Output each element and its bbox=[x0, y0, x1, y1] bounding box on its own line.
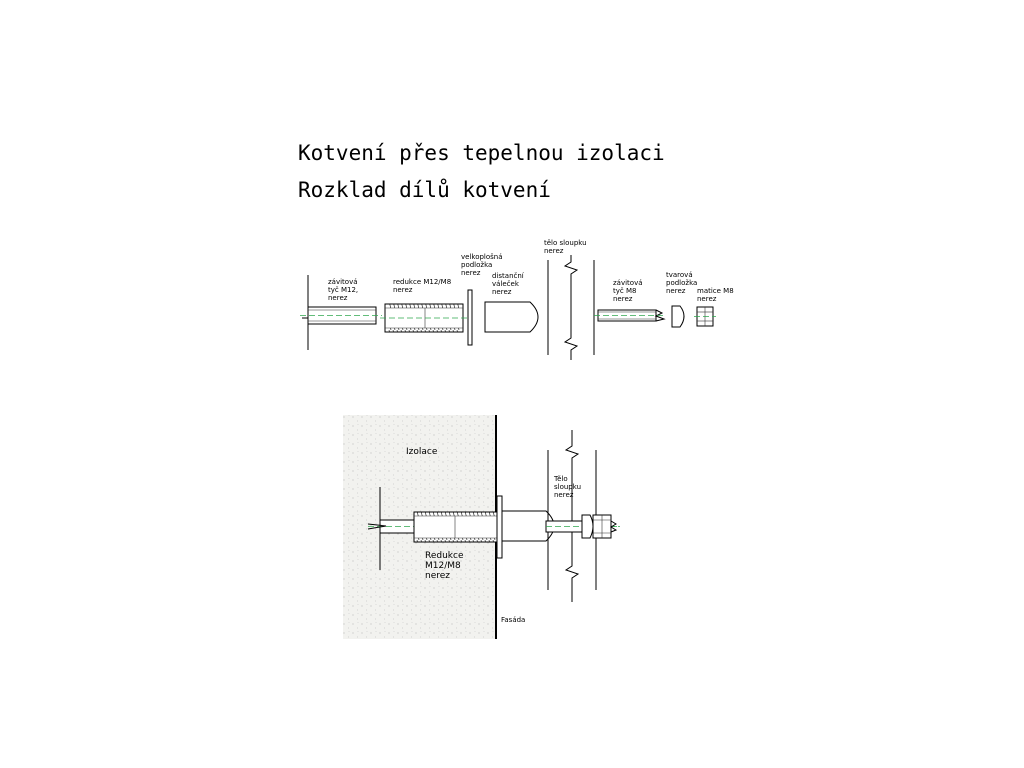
large-washer-assembled bbox=[496, 495, 503, 559]
label-rod-m12-2: tyč M12, bbox=[328, 286, 358, 294]
label-insulation: Izolace bbox=[406, 447, 438, 457]
post-body bbox=[547, 255, 595, 360]
title-line-2: Rozklad dílů kotvení bbox=[298, 177, 551, 202]
reducer-assembled bbox=[413, 511, 499, 543]
label-large-washer-1: velkoplošná bbox=[461, 253, 503, 261]
spacer-cylinder bbox=[484, 301, 539, 333]
label-spacer-2: váleček bbox=[492, 280, 520, 288]
label-large-washer-2: podložka bbox=[461, 261, 492, 269]
label-large-washer-3: nerez bbox=[461, 269, 481, 277]
nut-assembled bbox=[592, 514, 618, 539]
label-post-body-assembled-1: Tělo bbox=[553, 475, 568, 483]
threaded-rod-m12 bbox=[300, 306, 382, 325]
label-reducer-assembled-3: nerez bbox=[425, 571, 450, 581]
label-reducer-assembled-1: Redukce bbox=[425, 551, 464, 561]
label-facade: Fasáda bbox=[501, 616, 525, 624]
label-post-body-assembled-2: sloupku bbox=[554, 483, 581, 491]
label-reducer-1: redukce M12/M8 bbox=[393, 278, 451, 286]
large-washer bbox=[467, 289, 473, 346]
label-reducer-assembled-2: M12/M8 bbox=[425, 561, 461, 571]
label-nut-1: matice M8 bbox=[697, 287, 734, 295]
exploded-view: závitová tyč M12, nerez redukce M12/M8 n… bbox=[300, 239, 734, 360]
label-shaped-washer-1: tvarová bbox=[666, 271, 693, 279]
label-reducer-2: nerez bbox=[393, 286, 413, 294]
label-spacer-1: distanční bbox=[492, 272, 525, 280]
label-rod-m8-2: tyč M8 bbox=[613, 287, 636, 295]
label-nut-2: nerez bbox=[697, 295, 717, 303]
label-reducer: redukce M12/M8 nerez bbox=[393, 278, 451, 294]
assembled-view: Izolace Fasáda Redukce M12/M8 nerez bbox=[343, 415, 620, 639]
label-rod-m8-3: nerez bbox=[613, 295, 633, 303]
label-rod-m12: závitová tyč M12, nerez bbox=[328, 278, 358, 302]
label-spacer-3: nerez bbox=[492, 288, 512, 296]
label-rod-m8-1: závitová bbox=[613, 279, 643, 287]
threaded-rod-m8 bbox=[594, 309, 666, 322]
label-rod-m12-3: nerez bbox=[328, 294, 348, 302]
shaped-washer bbox=[671, 305, 685, 328]
label-reducer-assembled: Redukce M12/M8 nerez bbox=[425, 551, 464, 581]
label-spacer: distanční váleček nerez bbox=[492, 272, 525, 296]
label-post-body-assembled: Tělo sloupku nerez bbox=[553, 475, 581, 499]
label-post-body-1: tělo sloupku bbox=[544, 239, 587, 247]
label-rod-m8: závitová tyč M8 nerez bbox=[613, 279, 643, 303]
label-large-washer: velkoplošná podložka nerez bbox=[461, 253, 503, 277]
reducer bbox=[380, 303, 470, 333]
label-shaped-washer: tvarová podložka nerez bbox=[666, 271, 697, 295]
label-post-body-assembled-3: nerez bbox=[554, 491, 574, 499]
label-nut: matice M8 nerez bbox=[697, 287, 734, 303]
shaped-washer-assembled bbox=[581, 514, 594, 539]
label-post-body-2: nerez bbox=[544, 247, 564, 255]
label-shaped-washer-3: nerez bbox=[666, 287, 686, 295]
label-rod-m12-1: závitová bbox=[328, 278, 358, 286]
nut-m8 bbox=[694, 306, 716, 327]
label-shaped-washer-2: podložka bbox=[666, 279, 697, 287]
title-line-1: Kotvení přes tepelnou izolaci bbox=[298, 141, 665, 165]
label-post-body: tělo sloupku nerez bbox=[544, 239, 587, 255]
